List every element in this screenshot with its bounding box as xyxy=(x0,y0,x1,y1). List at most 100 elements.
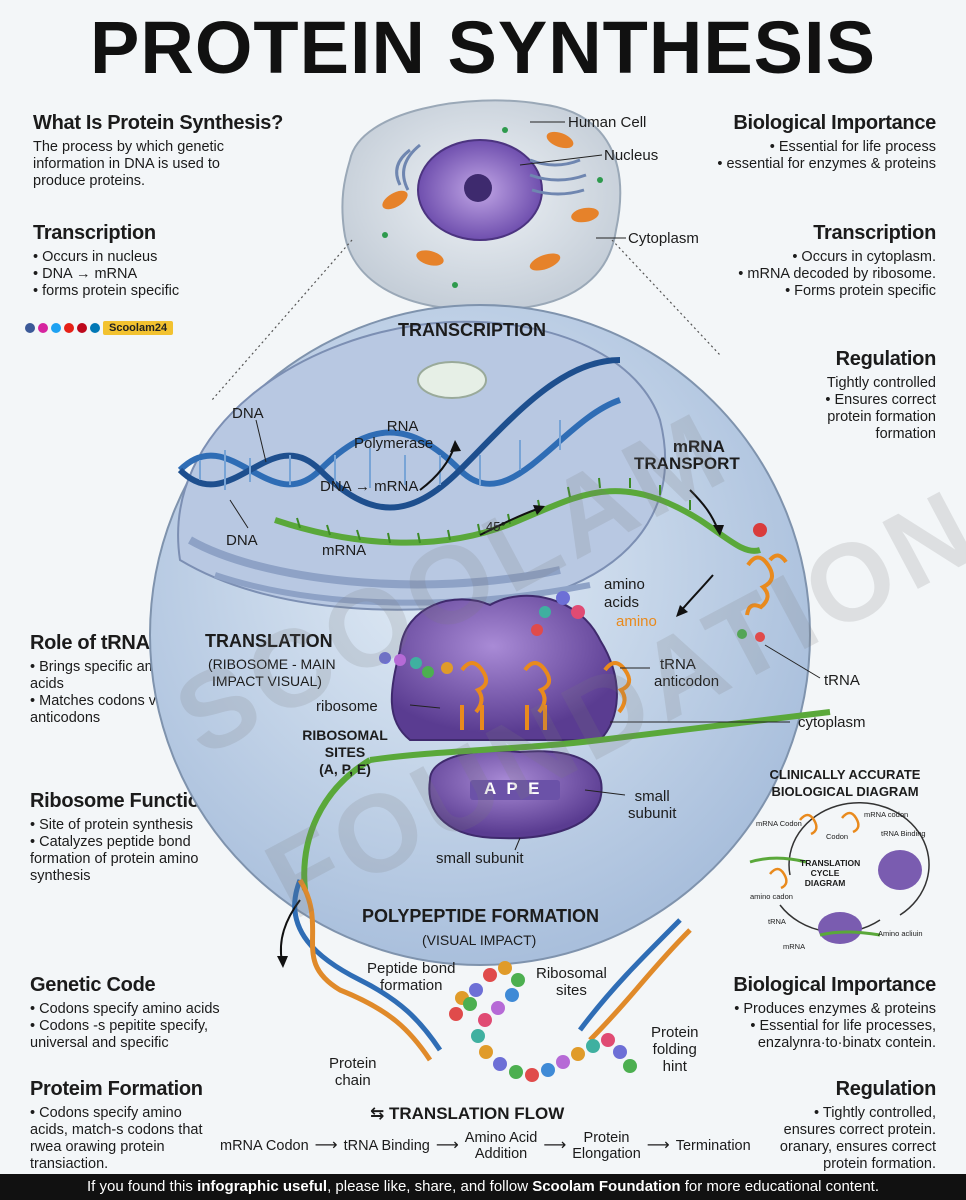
list-item: Codons -s pepitite specify, universal an… xyxy=(30,1018,245,1052)
footer: If you found this infographic useful, pl… xyxy=(0,1174,966,1200)
label-translation: TRANSLATION xyxy=(205,631,333,651)
line: RNA xyxy=(386,418,419,435)
line: folding xyxy=(652,1041,697,1058)
label-transcription: TRANSCRIPTION xyxy=(398,320,546,340)
footer-text: If you found this xyxy=(86,1178,198,1195)
section-genetic-code: Genetic Code Codons specify amino acids … xyxy=(30,974,245,1052)
line: information in DNA is used to xyxy=(33,156,220,172)
line: TRANSLATION xyxy=(800,858,861,868)
section-transcription-right: Transcription Occurs in cytoplasm. mRNA … xyxy=(676,222,936,300)
cycle-label: mRNA xyxy=(783,942,806,951)
youtube-icon[interactable] xyxy=(64,323,74,333)
line: Ribosomal xyxy=(536,965,607,982)
label-small-subunit: small subunit xyxy=(436,850,524,867)
label-mrna-transport: mRNA TRANSPORT xyxy=(634,438,740,472)
footer-bold: infographic useful xyxy=(197,1178,328,1195)
cycle-label: amino cadon xyxy=(750,892,793,901)
section-importance: Biological Importance Essential for life… xyxy=(666,112,936,173)
flow-step: mRNA Codon xyxy=(220,1138,309,1154)
label-protein-folding: Protein folding hint xyxy=(651,1024,699,1075)
heading: Proteim Formation xyxy=(30,1078,203,1100)
line: hint xyxy=(662,1058,687,1075)
polypeptide-chain xyxy=(449,961,637,1082)
dna-helix xyxy=(177,357,621,511)
instagram-icon[interactable] xyxy=(38,323,48,333)
heading: Biological Importance xyxy=(733,974,936,996)
list-item: Matches codons via anticodons xyxy=(30,693,205,727)
heading: Regulation xyxy=(835,1078,937,1100)
line: subunit xyxy=(628,805,677,822)
heading: What Is Protein Synthesis? xyxy=(33,112,284,134)
list-item: forms protein specific xyxy=(33,283,273,300)
cycle-label: Codon xyxy=(826,832,849,841)
arrow-right-icon: ⟶ xyxy=(543,1137,567,1154)
arrow-right-icon: ⟶ xyxy=(314,1137,338,1154)
line: • Ensures correct xyxy=(825,392,936,408)
label-trna-anticodon-1: tRNA xyxy=(660,656,696,673)
section-regulation-2: Regulation Tightly controlled, ensures c… xyxy=(766,1078,936,1173)
line: Polymerase xyxy=(354,435,434,452)
line: RIBOSOMAL xyxy=(302,727,388,743)
label-human-cell: Human Cell xyxy=(568,114,647,131)
line: SITES xyxy=(324,744,366,760)
line: mRNA Codon xyxy=(220,1138,309,1154)
label-dna-2: DNA xyxy=(226,532,258,549)
line: produce proteins. xyxy=(33,173,146,189)
section-importance-2: Biological Importance Produces enzymes &… xyxy=(686,974,936,1052)
cycle-label: tRNA Binding xyxy=(881,829,926,838)
cycle-title: TRANSLATION CYCLE DIAGRAM xyxy=(800,858,861,888)
line: Elongation xyxy=(572,1146,641,1162)
x-icon[interactable] xyxy=(51,323,61,333)
facebook-icon[interactable] xyxy=(25,323,35,333)
arrow-right-icon: ⟶ xyxy=(646,1137,670,1154)
clinical-heading: CLINICALLY ACCURATE BIOLOGICAL DIAGRAM xyxy=(765,766,925,800)
cycle-label: tRNA xyxy=(768,917,786,926)
pinterest-icon[interactable] xyxy=(77,323,87,333)
ribosome xyxy=(390,594,632,840)
list-item: essential for enzymes & proteins xyxy=(666,156,936,173)
list-item: DNA → mRNA xyxy=(33,266,273,283)
line: sites xyxy=(556,982,587,999)
flow-step: Termination xyxy=(676,1138,751,1154)
label-amino-1: amino xyxy=(604,576,645,593)
free-trna xyxy=(737,523,788,642)
cycle-label: mRNA codon xyxy=(864,810,909,819)
line: Peptide bond xyxy=(367,960,456,977)
flow-title-text: TRANSLATION FLOW xyxy=(388,1104,565,1123)
cycle-label: mRNA Codon xyxy=(756,819,802,828)
line: Addition xyxy=(474,1146,528,1162)
label-cytoplasm-top: Cytoplasm xyxy=(628,230,699,247)
label-polypeptide-sub: (VISUAL IMPACT) xyxy=(422,932,537,948)
list-item: Forms protein specific xyxy=(676,283,936,300)
line: formation xyxy=(379,977,443,994)
section-role-trna: Role of tRNA Brings specific amino acids… xyxy=(30,632,205,727)
line: The process by which genetic xyxy=(33,139,225,155)
heading: Regulation xyxy=(835,348,937,370)
list-item: Essential for life processes, enzalynra·… xyxy=(686,1018,936,1052)
heading: Transcription xyxy=(33,222,156,244)
heading: Transcription xyxy=(813,222,936,244)
page-title: PROTEIN SYNTHESIS xyxy=(90,6,876,89)
line: tRNA Binding xyxy=(343,1138,430,1154)
line: Amino Acid xyxy=(464,1130,538,1146)
label-trna: tRNA xyxy=(824,672,860,689)
list-item: Brings specific amino acids xyxy=(30,659,205,693)
linkedin-icon[interactable] xyxy=(90,323,100,333)
translation-flow-title: ⇆ TRANSLATION FLOW xyxy=(370,1104,564,1124)
list-item: Occurs in nucleus xyxy=(33,249,273,266)
label-small-subunit-right: small subunit xyxy=(628,788,676,822)
line: Protein xyxy=(651,1024,699,1041)
list-item: mRNA decoded by ribosome. xyxy=(676,266,936,283)
label-translation-sub-2: IMPACT VISUAL) xyxy=(212,673,322,689)
list-item: Essential for life process xyxy=(666,139,936,156)
label-peptide-bond: Peptide bond formation xyxy=(367,960,455,994)
line: DIAGRAM xyxy=(804,878,846,888)
line: CYCLE xyxy=(810,868,840,878)
line: protein formation xyxy=(827,409,936,425)
label-ribosome: ribosome xyxy=(316,698,378,715)
social-handle[interactable]: Scoolam24 xyxy=(103,321,174,335)
list-item: Occurs in cytoplasm. xyxy=(676,249,936,266)
section-regulation: Regulation Tightly controlled • Ensures … xyxy=(756,348,936,443)
